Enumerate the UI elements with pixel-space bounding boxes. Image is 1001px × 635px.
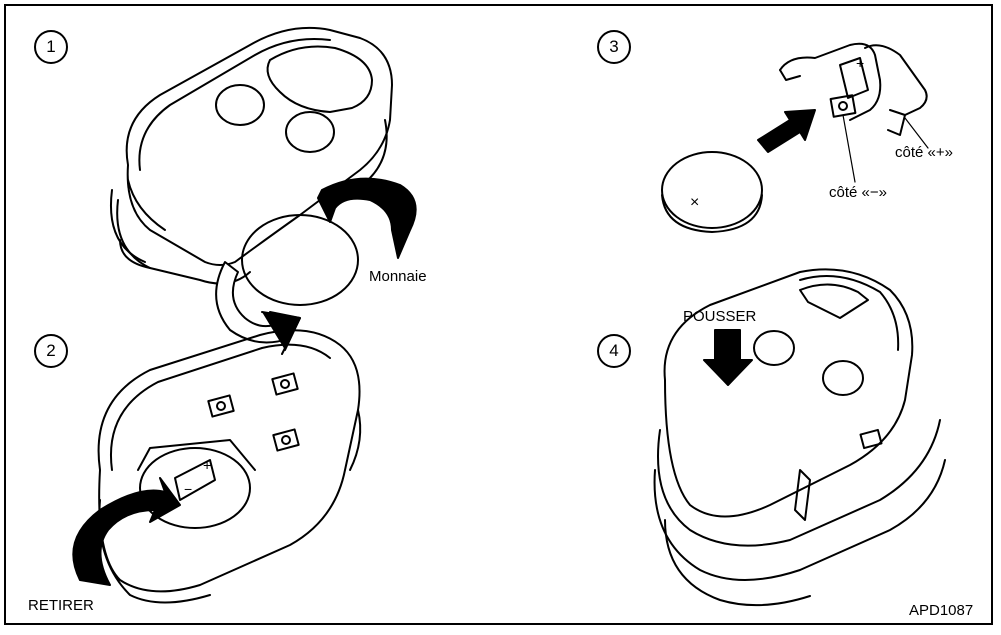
arrow-insert-battery: [757, 109, 816, 153]
label-plus-side: côté «+»: [895, 144, 953, 161]
fob-assembled: [653, 268, 946, 607]
fob-shell-top: [110, 26, 393, 285]
battery-cross-mark: ×: [690, 194, 699, 211]
step-4-badge: 4: [597, 334, 631, 368]
battery-clip-assembly: [661, 42, 929, 233]
battery-minus-mark: −: [184, 481, 192, 497]
step-3-badge: 3: [597, 30, 631, 64]
diagram-frame: [4, 4, 993, 625]
curved-arrow-coin: [317, 177, 417, 259]
battery-plus-mark: +: [203, 457, 211, 473]
clip-plus-mark: +: [856, 55, 864, 71]
label-push: POUSSER: [683, 308, 757, 325]
label-coin: Monnaie: [369, 268, 427, 285]
step-2-badge: 2: [34, 334, 68, 368]
arrow-push-down: [703, 329, 753, 386]
label-remove: RETIRER: [28, 597, 94, 614]
figure-code: APD1087: [909, 602, 974, 619]
step-1-badge: 1: [34, 30, 68, 64]
coin-shape: [241, 214, 359, 306]
fob-shell-bottom: [97, 329, 362, 604]
curved-arrow-remove: [72, 477, 181, 586]
label-minus-side: côté «−»: [829, 184, 887, 201]
